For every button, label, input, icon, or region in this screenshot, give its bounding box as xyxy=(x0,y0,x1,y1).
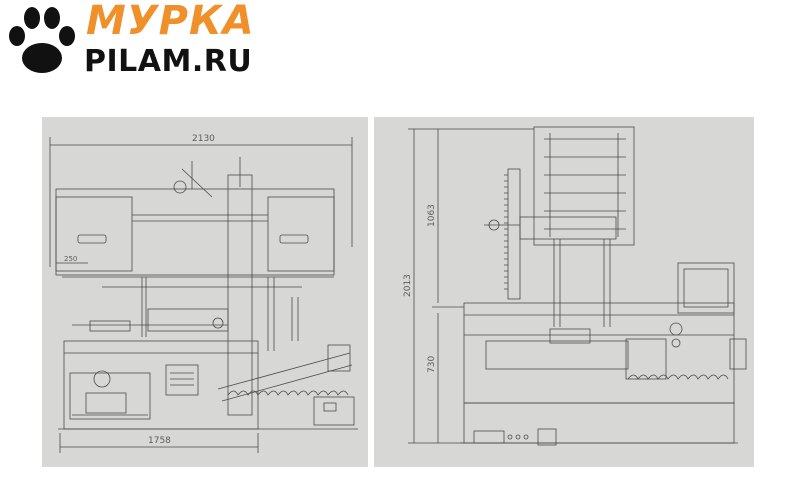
dim-lower-height: 730 xyxy=(427,356,437,373)
front-view-svg: 2130 1758 250 xyxy=(49,134,358,453)
column xyxy=(227,174,253,416)
dim-small: 250 xyxy=(64,255,77,263)
gear-rack xyxy=(507,168,521,300)
logo[interactable]: МУРКА PILAM.RU xyxy=(0,0,280,90)
side-view-svg: 2013 1063 730 xyxy=(403,126,747,446)
control-screen xyxy=(473,430,505,444)
machine-base xyxy=(63,340,259,430)
dim-upper-height: 1063 xyxy=(427,204,437,227)
dim-total-height: 2013 xyxy=(403,274,413,297)
dim-base-width: 1758 xyxy=(148,436,171,446)
saw-head xyxy=(55,188,335,276)
paw-icon xyxy=(9,7,75,73)
motor-box xyxy=(677,262,735,314)
dim-overall-width: 2130 xyxy=(192,134,215,144)
control-box xyxy=(537,428,557,446)
upper-guard xyxy=(533,126,635,246)
base xyxy=(463,402,735,444)
brand-site: PILAM.RU xyxy=(84,44,253,79)
brand-name: МУРКА xyxy=(86,0,255,44)
drawing-side-view: 2013 1063 730 xyxy=(374,117,754,467)
drawing-front-view: 2130 1758 250 xyxy=(42,117,368,467)
feeder-unit xyxy=(625,338,667,380)
machine-frame xyxy=(463,302,735,404)
